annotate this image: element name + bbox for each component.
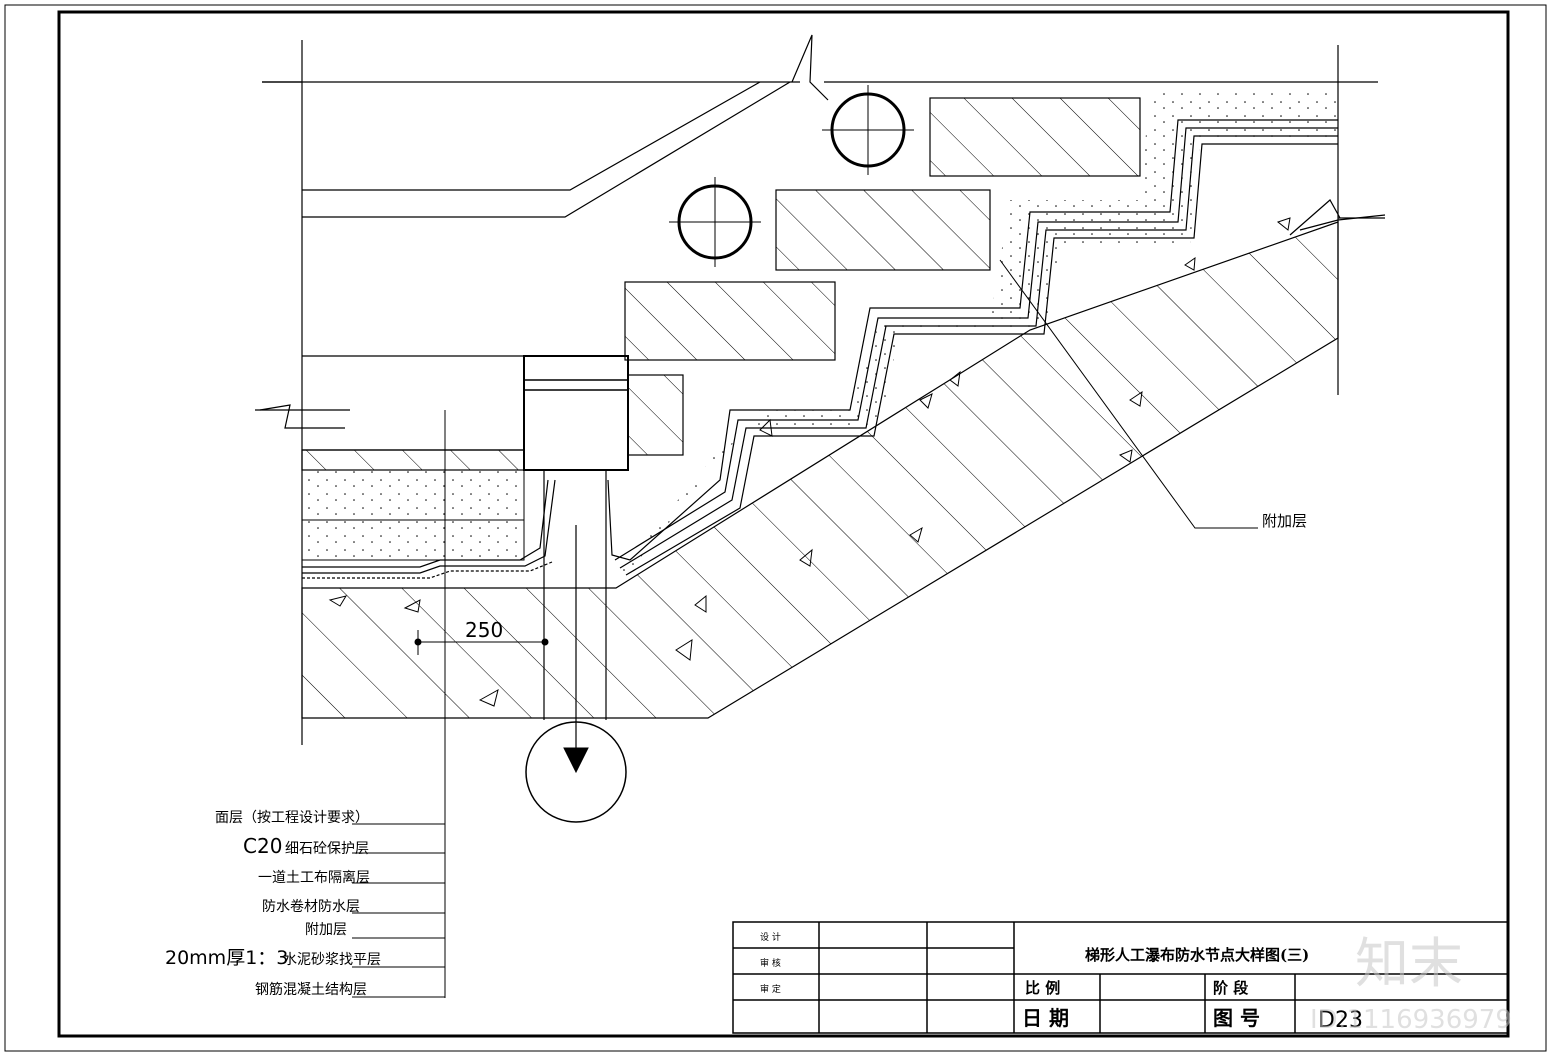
drawing-no-label: 图 号 xyxy=(1213,1006,1260,1030)
callout-label: 附加层 xyxy=(1262,512,1307,530)
title-block xyxy=(732,921,1509,1034)
row-label-design: 设 计 xyxy=(760,931,781,943)
stage-label: 阶 段 xyxy=(1213,979,1248,997)
pipe-symbols xyxy=(669,85,914,267)
watermark-id: ID:1116936979 xyxy=(1310,1005,1512,1035)
legend-item-surface: 面层（按工程设计要求） xyxy=(215,810,369,826)
row-label-approve: 审 定 xyxy=(760,983,781,995)
watermark-brand: 知末 xyxy=(1355,932,1463,995)
legend-item-structure: 钢筋混凝土结构层 xyxy=(255,981,367,998)
legend-item-additional: 附加层 xyxy=(305,922,347,938)
drawing-no: D23 xyxy=(1318,1008,1363,1033)
mortar-fill xyxy=(616,90,1338,588)
drain-outlet xyxy=(523,355,629,823)
outer-frame xyxy=(4,4,1547,1052)
legend-prefix-c20: C20 xyxy=(243,834,282,858)
dimension-250: 250 xyxy=(465,618,503,642)
date-label: 日 期 xyxy=(1022,1006,1069,1030)
legend-prefix-mortar: 20mm厚1：3 xyxy=(165,947,288,969)
inner-frame xyxy=(57,10,1510,1038)
legend-item-membrane: 防水卷材防水层 xyxy=(262,899,360,915)
aggregate-marks xyxy=(328,217,1291,707)
drawing-title: 梯形人工瀑布防水节点大样图(三) xyxy=(1085,946,1309,964)
legend-item-protection: 细石砼保护层 xyxy=(285,841,369,857)
title-block-text: 设 计 审 核 审 定 梯形人工瀑布防水节点大样图(三) 比 例 阶 段 日 期… xyxy=(760,931,1363,1033)
scale-label: 比 例 xyxy=(1025,979,1060,997)
legend-item-geotextile: 一道土工布隔离层 xyxy=(258,869,370,886)
dimension-line xyxy=(414,630,549,655)
row-label-review: 审 核 xyxy=(760,957,781,969)
floor-layers xyxy=(301,449,616,589)
callout-leader xyxy=(999,259,1258,529)
legend-text: 面层（按工程设计要求） C20 细石砼保护层 一道土工布隔离层 防水卷材防水层 … xyxy=(165,810,381,998)
concrete-structure xyxy=(301,90,1339,719)
stone-steps xyxy=(624,97,1141,456)
legend-item-mortar: 水泥砂浆找平层 xyxy=(283,952,381,968)
legend-leaders xyxy=(352,410,446,998)
watermarks: 知末 ID:1116936979 xyxy=(1310,932,1512,1035)
outline-lines xyxy=(255,34,1386,745)
